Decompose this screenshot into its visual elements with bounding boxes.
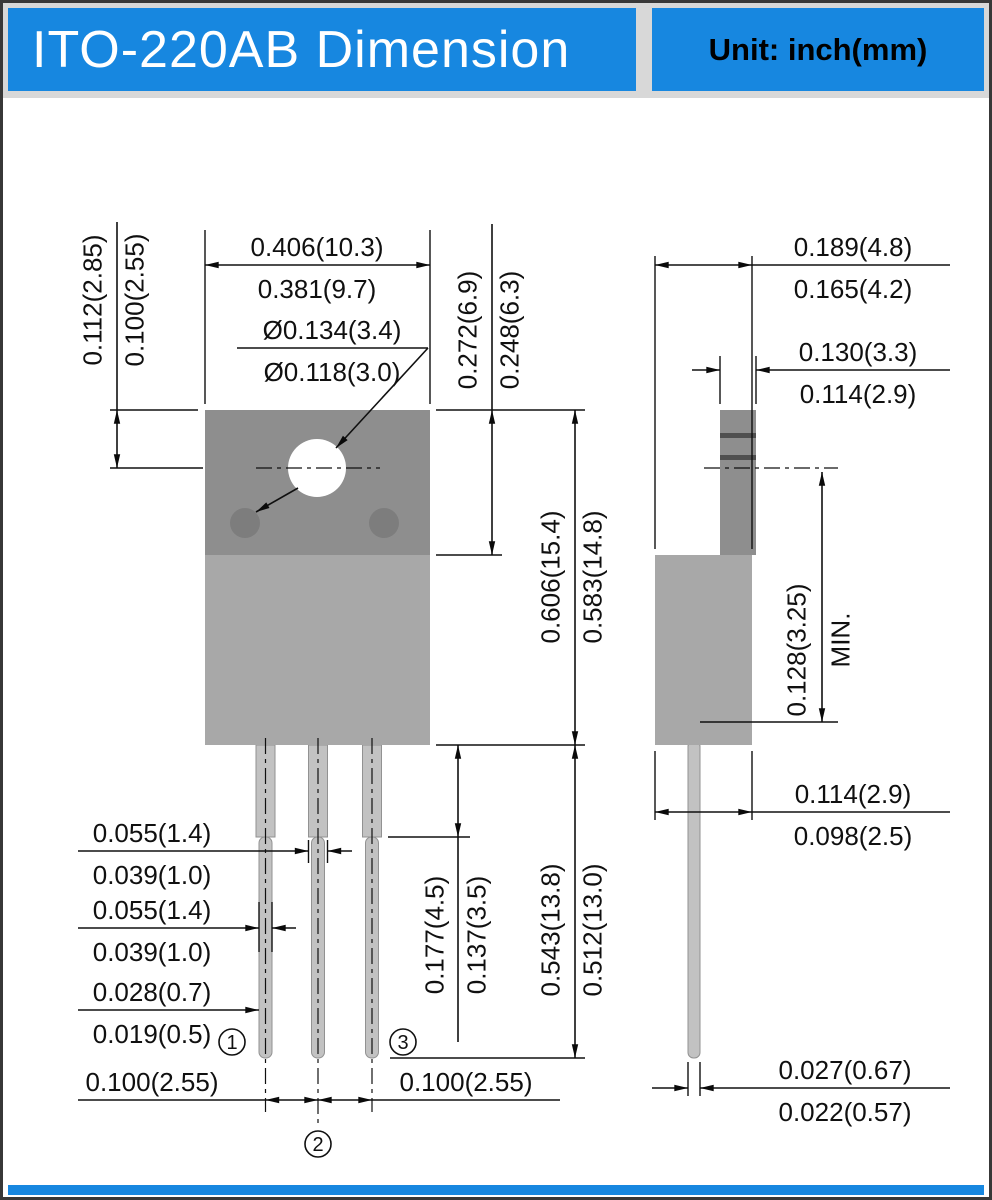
side-depth-min: 0.165(4.2)	[794, 274, 913, 304]
body-height-max: 0.606(15.4)	[536, 511, 566, 644]
side-depth-max: 0.189(4.8)	[794, 232, 913, 262]
tab-height-min: 0.248(6.3)	[495, 271, 525, 390]
lead-width-narrow-min: 0.039(1.0)	[93, 937, 212, 967]
side-body-thickness-min: 0.098(2.5)	[794, 821, 913, 851]
pin-1-number: 1	[226, 1032, 237, 1054]
dim-lead-length: 0.543(13.8) 0.512(13.0)	[390, 745, 608, 1059]
dim-body-height: 0.606(15.4) 0.583(14.8)	[436, 410, 608, 746]
title-bar: ITO-220AB Dimension	[8, 8, 636, 91]
ejector-mark-left	[230, 508, 260, 538]
side-dimensions: 0.189(4.8) 0.165(4.2) 0.130(3.3) 0.114(2…	[652, 232, 950, 1127]
front-body	[205, 555, 430, 745]
side-tab-length-value: 0.128(3.25)	[782, 584, 812, 717]
side-view	[655, 410, 756, 1059]
lead-width-wide-min: 0.039(1.0)	[93, 860, 212, 890]
dim-lead-width-wide: 0.055(1.4) 0.039(1.0)	[78, 818, 352, 890]
dim-side-depth: 0.189(4.8) 0.165(4.2)	[654, 232, 950, 549]
front-width-min: 0.381(9.7)	[258, 274, 377, 304]
side-tab-groove-lower	[720, 455, 756, 460]
page-title: ITO-220AB Dimension	[32, 20, 571, 79]
side-body-thickness-max: 0.114(2.9)	[795, 779, 912, 809]
dim-lead-thickness: 0.028(0.7) 0.019(0.5)	[78, 977, 259, 1049]
pitch-right-label: 0.100(2.55)	[400, 1067, 533, 1097]
unit-label-box: Unit: inch(mm)	[652, 8, 984, 91]
centerlines	[256, 467, 838, 1127]
shoulder-max: 0.177(4.5)	[420, 876, 450, 995]
side-tab-groove-upper	[720, 433, 756, 438]
tab-height-max: 0.272(6.9)	[453, 271, 483, 390]
side-lead-thickness-min: 0.022(0.57)	[779, 1097, 912, 1127]
dim-hole-offset: 0.112(2.85) 0.100(2.55)	[78, 222, 203, 469]
dim-side-lead-thickness: 0.027(0.67) 0.022(0.57)	[652, 1055, 950, 1127]
lead-thickness-max: 0.028(0.7)	[93, 977, 212, 1007]
ejector-mark-right	[369, 508, 399, 538]
side-lead-thickness-max: 0.027(0.67)	[779, 1055, 912, 1085]
dim-lead-width-narrow: 0.055(1.4) 0.039(1.0)	[78, 895, 296, 967]
lead-length-min: 0.512(13.0)	[578, 864, 608, 997]
header-band: ITO-220AB Dimension Unit: inch(mm)	[3, 3, 989, 98]
footer-bar	[8, 1185, 984, 1195]
unit-label: Unit: inch(mm)	[708, 31, 928, 67]
dim-lead-pitch: 0.100(2.55) 0.100(2.55)	[78, 1067, 560, 1104]
side-body	[655, 555, 752, 745]
dimension-drawing: 0.406(10.3) 0.381(9.7) Ø0.134(3.4) Ø0.11…	[78, 222, 950, 1158]
pin-2-number: 2	[312, 1134, 323, 1156]
front-width-max: 0.406(10.3)	[251, 232, 384, 262]
hole-dia-max: Ø0.134(3.4)	[263, 315, 402, 345]
lead-thickness-min: 0.019(0.5)	[93, 1019, 212, 1049]
dim-shoulder-length: 0.177(4.5) 0.137(3.5)	[388, 745, 492, 1042]
hole-offset-min: 0.100(2.55)	[120, 234, 150, 367]
dim-side-body-thickness: 0.114(2.9) 0.098(2.5)	[654, 751, 950, 851]
dim-side-tab-length: 0.128(3.25) MIN.	[700, 472, 856, 723]
pitch-left-label: 0.100(2.55)	[86, 1067, 219, 1097]
lead-width-narrow-max: 0.055(1.4)	[93, 895, 212, 925]
side-lead	[687, 740, 701, 1059]
lead-width-wide-max: 0.055(1.4)	[93, 818, 212, 848]
pin-2-circle	[304, 1130, 332, 1158]
side-tab	[720, 410, 756, 555]
dim-side-tab-thickness: 0.130(3.3) 0.114(2.9)	[692, 337, 950, 409]
dim-tab-height: 0.272(6.9) 0.248(6.3)	[436, 224, 585, 556]
pin-3-circle	[389, 1028, 417, 1056]
hole-offset-max: 0.112(2.85)	[78, 234, 108, 365]
side-tab-thickness-max: 0.130(3.3)	[799, 337, 918, 367]
shoulder-min: 0.137(3.5)	[462, 876, 492, 995]
front-view	[205, 410, 430, 1059]
pin-3-number: 3	[397, 1032, 408, 1054]
dim-front-width: 0.406(10.3) 0.381(9.7)	[204, 230, 431, 404]
side-tab-thickness-min: 0.114(2.9)	[800, 379, 917, 409]
lead-length-max: 0.543(13.8)	[536, 864, 566, 997]
dim-hole-diameter: Ø0.134(3.4) Ø0.118(3.0)	[237, 315, 429, 513]
front-dimensions: 0.406(10.3) 0.381(9.7) Ø0.134(3.4) Ø0.11…	[78, 222, 608, 1104]
hole-dia-min: Ø0.118(3.0)	[264, 357, 401, 387]
side-tab-length-min-label: MIN.	[826, 613, 856, 668]
pin-numbers: 1 3 2	[218, 1028, 417, 1158]
body-height-min: 0.583(14.8)	[578, 511, 608, 644]
pin-1-circle	[218, 1028, 246, 1056]
